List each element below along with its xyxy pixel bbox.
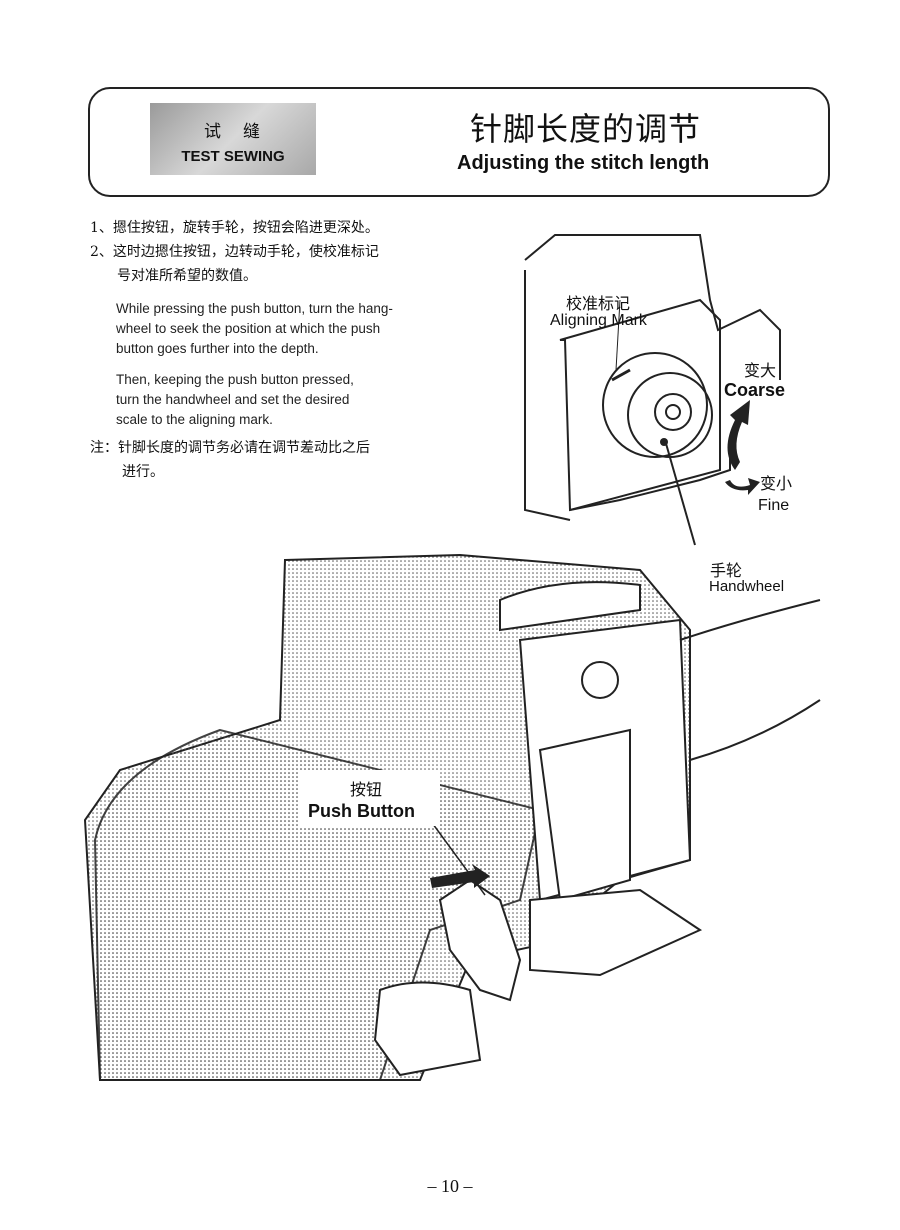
coarse-arrow-icon xyxy=(727,400,750,470)
paragraph-1: While pressing the push button, turn the… xyxy=(116,299,426,359)
step-1: 1、摁住按钮，旋转手轮，按钮会陷进更深处。 xyxy=(90,220,379,236)
header-frame xyxy=(88,87,830,197)
text-line: turn the handwheel and set the desired xyxy=(116,392,350,407)
push-button-en: Push Button xyxy=(308,801,415,821)
text-line: While pressing the push button, turn the… xyxy=(116,301,393,316)
coarse-zh: 变大 xyxy=(744,363,777,380)
note-zh: 注：针脚长度的调节务必请在调节差动比之后 进行。 xyxy=(90,436,430,484)
coarse-en: Coarse xyxy=(724,380,786,400)
paragraph-2: Then, keeping the push button pressed, t… xyxy=(116,370,426,430)
handwheel-zh: 手轮 xyxy=(710,563,743,580)
step-2-cont: 号对准所希望的数值。 xyxy=(117,268,257,284)
steps-zh: 1、摁住按钮，旋转手轮，按钮会陷进更深处。 2、这时边摁住按钮，边转动手轮，使校… xyxy=(90,216,440,288)
page-title-en: Adjusting the stitch length xyxy=(457,152,710,174)
text-line: wheel to seek the position at which the … xyxy=(116,321,381,336)
badge-en: TEST SEWING xyxy=(181,148,285,165)
fine-en: Fine xyxy=(758,497,790,514)
handwheel-en: Handwheel xyxy=(709,578,785,595)
text-line: 注：针脚长度的调节务必请在调节差动比之后 xyxy=(90,440,370,456)
text-line: Then, keeping the push button pressed, xyxy=(116,372,354,387)
fine-arrow-icon xyxy=(725,478,760,495)
badge-zh: 试缝 xyxy=(204,122,282,142)
text-line: scale to the aligning mark. xyxy=(116,412,273,427)
aligning-mark-zh: 校准标记 xyxy=(566,296,631,313)
page-number: – 10 – xyxy=(427,1176,473,1196)
push-label-bg xyxy=(300,770,440,826)
text-line: button goes further into the depth. xyxy=(116,341,319,356)
section-badge: 试缝 TEST SEWING xyxy=(150,103,316,175)
fine-zh: 变小 xyxy=(760,476,793,493)
step-2: 2、这时边摁住按钮，边转动手轮，使校准标记 xyxy=(90,244,379,260)
text-line: 进行。 xyxy=(122,464,164,480)
push-button-zh: 按钮 xyxy=(350,782,383,799)
page-title-zh: 针脚长度的调节 xyxy=(470,110,702,148)
handwheel-dot-icon xyxy=(660,438,668,446)
aligning-mark-en: Aligning Mark xyxy=(550,312,647,329)
